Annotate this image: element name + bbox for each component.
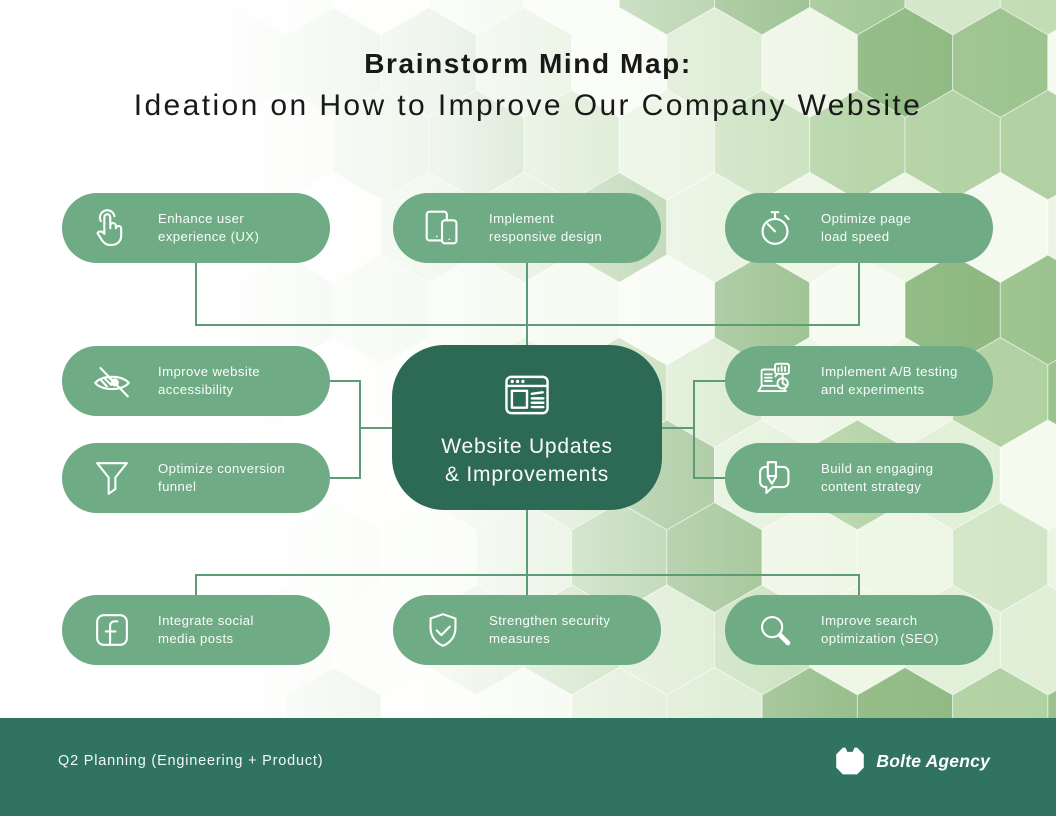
title-line2: Ideation on How to Improve Our Company W… (133, 89, 923, 122)
central-node-label: Website Updates & Improvements (441, 435, 613, 487)
title-line1: Brainstorm Mind Map: (364, 48, 692, 79)
brand-lockup: Bolte Agency (834, 746, 990, 776)
search-icon (752, 607, 798, 653)
node-seo: Improve search optimization (SEO) (725, 595, 993, 665)
shield-check-icon (420, 607, 466, 653)
node-conversion-funnel: Optimize conversion funnel (62, 443, 330, 513)
node-label: Optimize page load speed (821, 211, 912, 244)
node-label: Strengthen security measures (489, 613, 611, 646)
brand-name: Bolte Agency (876, 750, 990, 771)
footer: Q2 Planning (Engineering + Product) Bolt… (0, 718, 1056, 816)
chat-pencil-icon (752, 455, 798, 501)
node-content-strategy: Build an engaging content strategy (725, 443, 993, 513)
node-ab-testing: Implement A/B testing and experiments (725, 346, 993, 416)
node-social-media: Integrate social media posts (62, 595, 330, 665)
page-title: Brainstorm Mind Map: Ideation on How to … (0, 48, 1056, 123)
node-label: Implement A/B testing and experiments (821, 364, 958, 397)
node-enhance-ux: Enhance user experience (UX) (62, 193, 330, 263)
node-label: Build an engaging content strategy (821, 461, 934, 494)
node-accessibility: Improve website accessibility (62, 346, 330, 416)
node-label: Integrate social media posts (158, 613, 254, 646)
funnel-icon (89, 455, 135, 501)
footer-caption: Q2 Planning (Engineering + Product) (58, 753, 324, 769)
node-responsive-design: Implement responsive design (393, 193, 661, 263)
facebook-icon (89, 607, 135, 653)
node-label: Optimize conversion funnel (158, 461, 286, 494)
laptop-analytics-icon (752, 358, 798, 404)
central-node: Website Updates & Improvements (392, 345, 662, 510)
node-label: Improve search optimization (SEO) (821, 613, 939, 646)
eye-slash-icon (89, 358, 135, 404)
node-page-speed: Optimize page load speed (725, 193, 993, 263)
devices-icon (420, 205, 466, 251)
node-label: Enhance user experience (UX) (158, 211, 260, 244)
node-security: Strengthen security measures (393, 595, 661, 665)
node-label: Implement responsive design (489, 211, 603, 244)
hexagon-box-icon (834, 746, 866, 776)
stopwatch-icon (752, 205, 798, 251)
node-label: Improve website accessibility (158, 364, 261, 397)
browser-window-icon (498, 366, 556, 424)
tap-gesture-icon (89, 205, 135, 251)
